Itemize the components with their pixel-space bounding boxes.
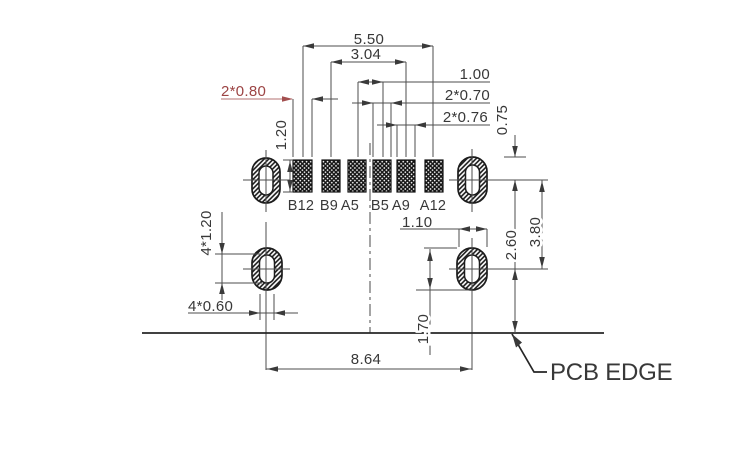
dim-label-4x0-60: 4*0.60 xyxy=(188,298,233,315)
dim-label-8-64: 8.64 xyxy=(351,351,381,368)
dim-2x0-76: 2*0.76 xyxy=(377,109,490,157)
pcb-edge-callout: PCB EDGE xyxy=(511,333,673,386)
dim-label-4x1-20: 4*1.20 xyxy=(198,210,215,255)
pad-label-a5: A5 xyxy=(341,198,359,214)
center-marks xyxy=(243,149,548,370)
dim-5-50: 5.50 xyxy=(302,31,434,157)
dim-1-10: 1.10 xyxy=(400,214,488,247)
pcb-edge-label: PCB EDGE xyxy=(550,359,672,386)
pad-label-a9: A9 xyxy=(392,198,410,214)
pad-a12 xyxy=(424,159,444,193)
dim-0-75: 0.75 xyxy=(492,102,526,333)
pad-a9 xyxy=(396,159,416,193)
dim-1-20: 1.20 xyxy=(271,117,293,193)
leader-line xyxy=(511,333,547,373)
dim-4x0-60: 4*0.60 xyxy=(188,294,298,320)
pad-a5 xyxy=(347,159,367,193)
dim-3-04: 3.04 xyxy=(330,46,407,157)
pad-label-a12: A12 xyxy=(420,198,446,214)
dim-1-70: 1.70 xyxy=(413,247,472,355)
dim-2-60: 2.60 xyxy=(501,227,523,332)
pad-b12 xyxy=(292,159,313,193)
pad-label-b12: B12 xyxy=(288,198,314,214)
dim-label-1-10: 1.10 xyxy=(402,214,432,231)
dim-label-1-70: 1.70 xyxy=(415,314,432,344)
dim-label-3-04: 3.04 xyxy=(351,46,381,63)
dim-label-1-20: 1.20 xyxy=(273,120,290,150)
dim-label-0-75: 0.75 xyxy=(494,105,511,135)
leader-arrowhead xyxy=(512,334,522,348)
dim-label-2x0-76: 2*0.76 xyxy=(443,109,488,126)
dim-label-5-50: 5.50 xyxy=(354,31,384,48)
dim-4x1-20: 4*1.20 xyxy=(196,208,262,300)
dim-3-80: 3.80 xyxy=(525,180,547,269)
pad-labels: B12 B9 A5 B5 A9 A12 xyxy=(288,198,446,214)
dim-label-2x0-70: 2*0.70 xyxy=(445,87,490,104)
dim-label-2x0-80: 2*0.80 xyxy=(221,83,266,100)
dim-label-1-00: 1.00 xyxy=(460,66,490,83)
dim-8-64: 8.64 xyxy=(266,351,472,372)
pad-b5 xyxy=(372,159,392,193)
pad-label-b9: B9 xyxy=(320,198,338,214)
dim-label-2-60: 2.60 xyxy=(503,230,520,260)
pad-label-b5: B5 xyxy=(371,198,389,214)
dim-label-3-80: 3.80 xyxy=(527,217,544,247)
pad-b9 xyxy=(321,159,341,193)
dim-2x0-70: 2*0.70 xyxy=(352,87,490,157)
dim-1-00: 1.00 xyxy=(357,66,490,157)
dim-2x0-80: 2*0.80 xyxy=(221,83,338,157)
smd-pad-row xyxy=(292,159,444,193)
